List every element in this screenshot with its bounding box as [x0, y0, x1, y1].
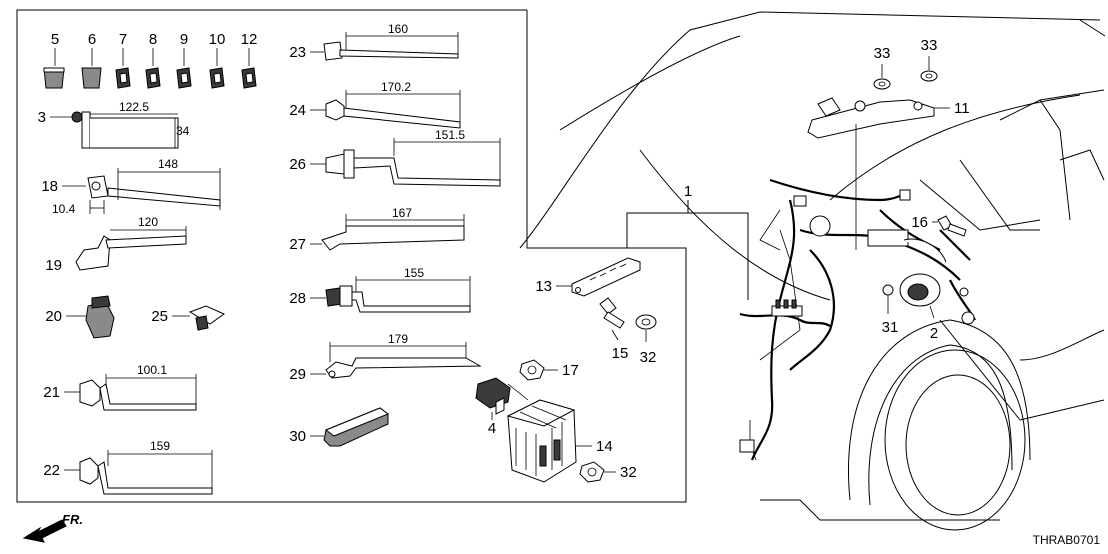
callout-28: 28 — [289, 290, 306, 307]
part-31-bolt — [882, 284, 894, 314]
dim-18-length: 148 — [158, 157, 178, 171]
callout-8: 8 — [149, 31, 157, 48]
part-29-bracket — [310, 342, 482, 379]
dim-27-length: 167 — [392, 206, 412, 220]
callout-21: 21 — [43, 384, 60, 401]
callout-2: 2 — [930, 325, 938, 342]
dim-3-length: 122.5 — [119, 100, 149, 114]
part-4-relay — [475, 377, 529, 420]
callout-15: 15 — [612, 345, 629, 362]
callout-19: 19 — [45, 257, 62, 274]
callout-6: 6 — [88, 31, 96, 48]
dim-29-length: 179 — [388, 332, 408, 346]
part-32-nut-a — [635, 314, 657, 342]
callout-17: 17 — [562, 362, 579, 379]
callout-25: 25 — [151, 308, 168, 325]
part-16-bolt — [932, 215, 967, 237]
callout-32-lower: 32 — [620, 464, 637, 481]
callout-33-left: 33 — [874, 45, 891, 62]
dim-19-length: 120 — [138, 215, 158, 229]
part-8-clip — [145, 67, 161, 89]
part-12-clip — [241, 67, 257, 89]
part-24-clip — [310, 90, 461, 129]
dimension-labels: 122.5 34 148 10.4 120 100.1 159 160 170.… — [52, 22, 465, 453]
callout-5: 5 — [51, 31, 59, 48]
callout-24: 24 — [289, 102, 306, 119]
dim-22-length: 159 — [150, 439, 170, 453]
vehicle-body-outline — [519, 11, 1106, 531]
part-28-connector — [310, 276, 471, 313]
part-33-washer-b — [920, 56, 938, 82]
callout-4: 4 — [488, 420, 496, 437]
part-14-fuse-box — [506, 399, 592, 483]
part-33-washer-a — [873, 64, 891, 90]
callout-18: 18 — [41, 178, 58, 195]
callout-11: 11 — [954, 100, 970, 117]
front-direction-arrow — [22, 519, 67, 543]
callout-27: 27 — [289, 236, 306, 253]
diagram-code: THRAB0701 — [1033, 533, 1101, 547]
part-17-nut — [519, 359, 558, 381]
callout-16: 16 — [911, 214, 928, 231]
callout-13: 13 — [535, 278, 552, 295]
part-25-clip — [172, 305, 226, 331]
dim-28-length: 155 — [404, 266, 424, 280]
dim-21-length: 100.1 — [137, 363, 167, 377]
dim-24-length: 170.2 — [381, 80, 411, 94]
part-1-harness — [739, 178, 976, 461]
callout-32-upper: 32 — [640, 349, 657, 366]
callout-30: 30 — [289, 428, 306, 445]
dim-18-offset: 10.4 — [52, 202, 76, 216]
callout-20: 20 — [45, 308, 62, 325]
dim-3-height: 34 — [176, 124, 190, 138]
callout-23: 23 — [289, 44, 306, 61]
part-27-bracket — [310, 214, 465, 251]
callout-33-right: 33 — [921, 37, 938, 54]
dim-26-length: 151.5 — [435, 128, 465, 142]
part-18-bracket — [62, 168, 221, 214]
part-26-connector — [310, 138, 501, 187]
callout-3: 3 — [38, 109, 46, 126]
callout-22: 22 — [43, 462, 60, 479]
callout-29: 29 — [289, 366, 306, 383]
callout-labels: 5 6 7 8 9 10 12 3 18 19 20 25 21 22 23 2… — [38, 31, 970, 481]
part-20-retainer — [66, 295, 115, 339]
part-3-bracket — [50, 111, 179, 149]
front-label: FR. — [62, 512, 83, 527]
part-9-clip — [176, 67, 192, 89]
part-10-clip — [209, 67, 225, 89]
callout-12: 12 — [241, 31, 258, 48]
part-2-horn — [899, 238, 947, 319]
part-5-cap — [43, 67, 65, 89]
part-23-clip — [310, 32, 459, 61]
callout-14: 14 — [596, 438, 613, 455]
callout-26: 26 — [289, 156, 306, 173]
part-7-clip — [115, 67, 131, 89]
group-frame — [16, 9, 687, 503]
part-13-bracket — [556, 257, 641, 297]
callout-10: 10 — [209, 31, 226, 48]
part-32-nut-b — [579, 461, 616, 483]
part-22-clip — [64, 450, 213, 495]
callout-7: 7 — [119, 31, 127, 48]
callout-9: 9 — [180, 31, 188, 48]
part-11-bracket — [807, 97, 950, 250]
part-19-clip — [75, 226, 187, 271]
part-21-clip — [64, 374, 197, 411]
callout-31: 31 — [882, 319, 899, 336]
part-30-cover — [310, 407, 390, 447]
part-15-bolt — [599, 297, 625, 341]
part-6-cap — [81, 67, 102, 89]
dim-23-length: 160 — [388, 22, 408, 36]
callout-1: 1 — [684, 183, 692, 200]
